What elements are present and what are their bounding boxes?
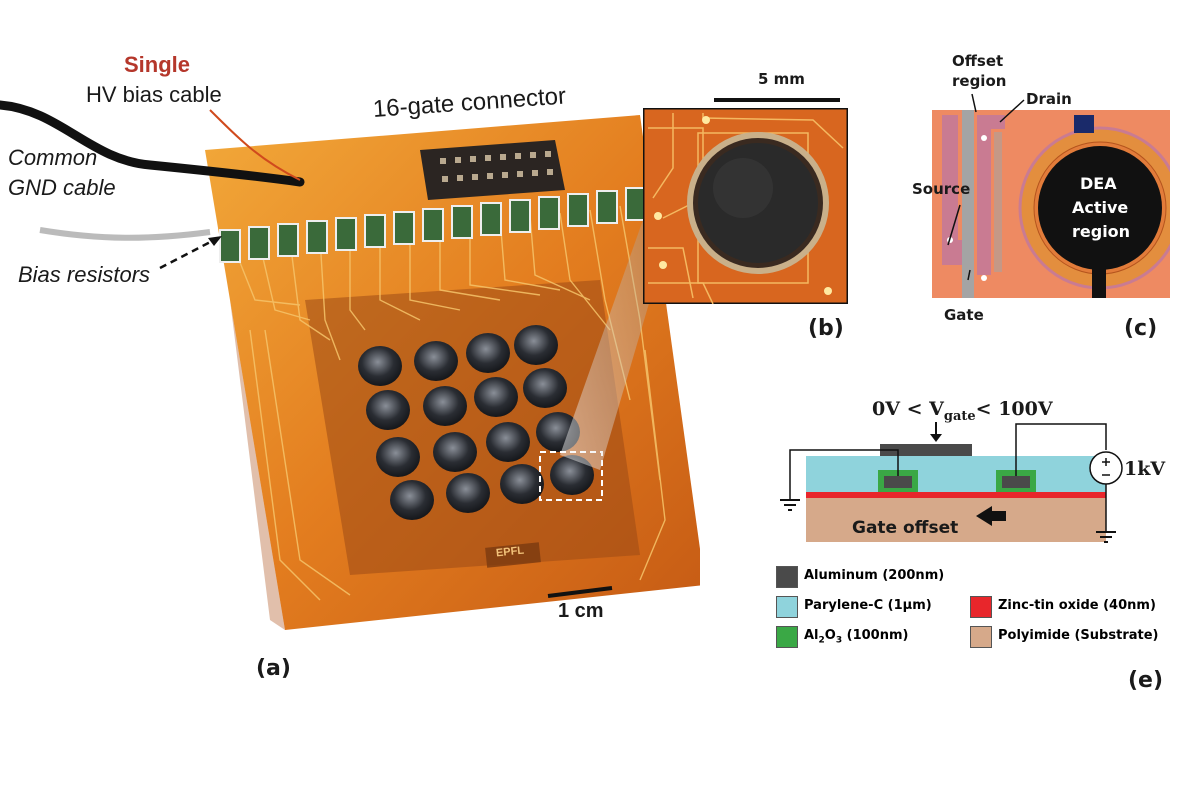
gnd-cable: [0, 100, 305, 187]
al2o3-sub2: 3: [835, 635, 843, 646]
panel-e-label: (e): [1128, 668, 1164, 693]
scale-bar-5mm-label: 5 mm: [758, 70, 805, 88]
legend-zto: Zinc-tin oxide (40nm): [998, 598, 1156, 613]
bias-resistors-label: Bias resistors: [18, 262, 151, 287]
al2o3-suffix: (100nm): [842, 628, 909, 643]
layout-pointers: [947, 93, 1025, 281]
al2o3-mid: O: [824, 628, 836, 643]
common-gnd-label-line2: GND cable: [8, 175, 116, 200]
epfl-logo: [485, 542, 541, 568]
bias-resistor-arrow: [159, 236, 219, 270]
panel-c-label: (c): [1124, 316, 1158, 341]
common-gnd-label-line1: Common: [8, 145, 98, 170]
hv-bias-cable: [209, 109, 301, 181]
zoom-beam: [560, 200, 650, 470]
legend-parylene: Parylene-C (1μm): [804, 598, 932, 613]
legend-al2o3: Al2O3 (100nm): [804, 628, 908, 646]
panel-b-label: (b): [808, 316, 844, 341]
hv-bias-cable-label: HV bias cable: [86, 82, 222, 107]
legend-swatch-aluminum: [776, 566, 798, 588]
cross-section-diagram: [780, 422, 1123, 543]
panel-a-label: (a): [256, 656, 291, 681]
voltage-range-sub: gate: [943, 408, 976, 424]
dea-array: [358, 325, 594, 520]
voltage-range-right: < 100V: [975, 398, 1053, 420]
scale-bar-1cm: [547, 586, 613, 598]
dea-label-line1: DEA: [1080, 174, 1117, 193]
supply-label: 1kV: [1124, 458, 1166, 480]
gate-voltage-range: 0V < Vgate< 100V: [872, 398, 1053, 424]
single-label: Single: [124, 52, 191, 77]
legend-polyimide: Polyimide (Substrate): [998, 628, 1159, 643]
gate-offset-label: Gate offset: [852, 518, 959, 538]
dea-label-line2: Active: [1072, 198, 1129, 217]
offset-region-label-line2: region: [952, 72, 1007, 90]
scale-bar-5mm: [714, 98, 840, 102]
al2o3-prefix: Al: [804, 628, 819, 643]
dea-label-line3: region: [1072, 222, 1131, 241]
voltage-range-left: 0V < V: [872, 398, 944, 420]
scale-bar-1cm-label: 1 cm: [558, 600, 604, 622]
offset-region-label-line1: Offset: [952, 52, 1004, 70]
zoom-photo: [643, 108, 848, 304]
legend-swatch-zto: [970, 596, 992, 618]
gate-label: Gate: [944, 306, 984, 324]
legend-swatch-polyimide: [970, 626, 992, 648]
bias-resistor-row: [219, 187, 647, 263]
lower-cable: [39, 227, 211, 241]
legend-swatch-parylene: [776, 596, 798, 618]
legend-aluminum: Aluminum (200nm): [804, 568, 945, 583]
device-photo: [0, 100, 700, 630]
gate-connector: [420, 140, 565, 200]
drain-label: Drain: [1026, 90, 1072, 108]
layout-diagram: [932, 110, 1170, 298]
al2o3-sub1: 2: [818, 635, 825, 646]
legend-swatch-al2o3: [776, 626, 798, 648]
source-label: Source: [912, 180, 971, 198]
